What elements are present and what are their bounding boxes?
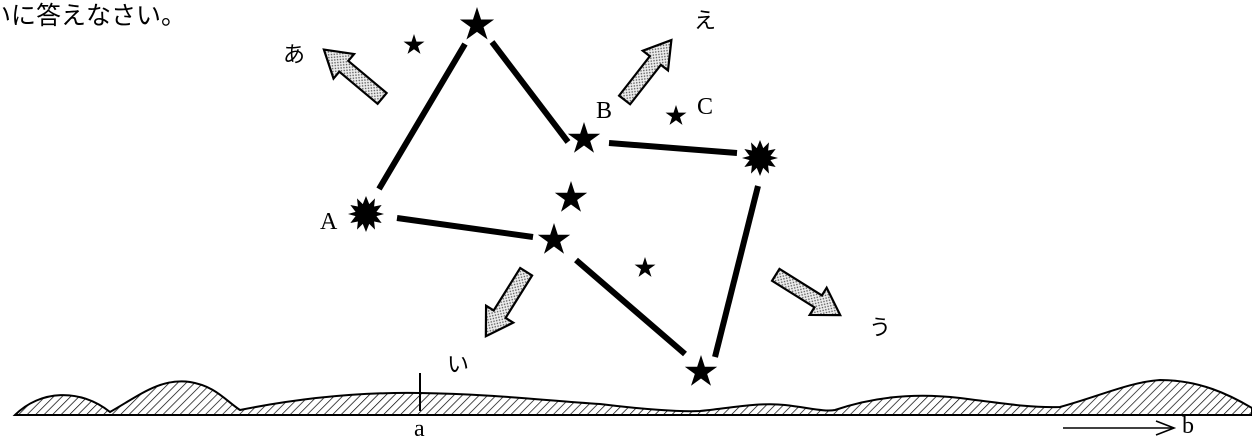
star-C [665, 105, 687, 125]
star-center [537, 223, 571, 254]
line-B-right [608, 140, 738, 156]
arrow-e [610, 29, 686, 111]
ground-horizon [12, 378, 1252, 416]
line-center-bottom [574, 257, 687, 357]
arrow-a [312, 36, 394, 112]
constellation-lines [376, 40, 761, 358]
star-small-lower [634, 257, 656, 277]
direction-arrow-b [1063, 420, 1177, 436]
star-top [459, 7, 495, 40]
ground-label-a: a [414, 416, 425, 441]
star-A-burst [348, 196, 384, 232]
arrow-u [766, 260, 850, 330]
arrow-label-a: あ [283, 43, 305, 68]
star-right-burst [742, 140, 778, 176]
ground-label-b: b [1182, 413, 1194, 439]
arrow-label-i: い [447, 353, 469, 378]
star-bottom [684, 355, 718, 386]
star-label-A: A [320, 209, 338, 235]
star-label-B: B [596, 98, 612, 124]
line-A-center [396, 215, 534, 240]
line-top-B [489, 40, 571, 144]
line-right-bottom [712, 185, 761, 358]
arrow-i [471, 262, 541, 346]
star-B [567, 122, 601, 153]
star-small-upper-left [403, 34, 425, 54]
arrow-label-e: え [694, 9, 716, 34]
stars [348, 7, 778, 386]
line-A-top [376, 42, 468, 191]
header-fragment: いに答えなさい。 [0, 1, 186, 30]
arrow-label-u: う [869, 316, 891, 341]
direction-arrows [312, 29, 850, 346]
star-label-C: C [697, 94, 713, 120]
star-middle-upper [554, 181, 588, 212]
